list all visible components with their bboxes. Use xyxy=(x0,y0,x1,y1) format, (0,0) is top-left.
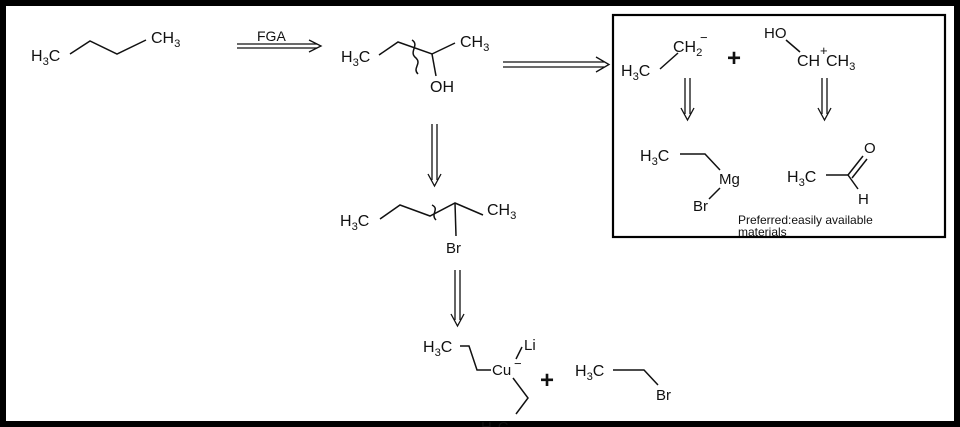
bromide-h3c: H3C xyxy=(340,213,369,233)
fga-label: FGA xyxy=(257,28,286,44)
ethylbromide-bond xyxy=(613,369,659,386)
aldehyde-o: O xyxy=(864,140,876,157)
ethylbromide-h3c: H3C xyxy=(575,363,604,383)
box-arrow-down-left xyxy=(680,78,695,122)
bromide-squiggle xyxy=(431,204,437,221)
cation-ch: CH xyxy=(797,53,820,70)
synthon-box xyxy=(611,13,947,239)
butane: H3C CH3 xyxy=(31,30,180,68)
fga-arrow: FGA xyxy=(237,28,323,53)
grignard-br: Br xyxy=(693,198,708,215)
anion-ch2: CH2 xyxy=(673,39,702,59)
bromide-br: Br xyxy=(446,240,461,257)
butanol: H3C CH3 OH xyxy=(341,34,489,96)
butane-ch3: CH3 xyxy=(151,30,180,50)
bromobutane: H3C CH3 Br xyxy=(340,202,516,257)
cuprate: H3C Cu − Li H3C + H3C Br xyxy=(423,337,671,427)
cuprate-h3c-bottom: H3C xyxy=(481,419,509,427)
retro-arrow-right xyxy=(503,56,611,73)
acetaldehyde: H3C O H xyxy=(787,140,876,208)
disconnection-squiggle xyxy=(411,39,419,75)
anion-charge: − xyxy=(700,30,708,45)
box-arrow-down-right xyxy=(817,78,832,122)
bromide-chain xyxy=(379,202,484,220)
aldehyde-h3c: H3C xyxy=(787,169,816,189)
retro-arrow-down-1 xyxy=(427,124,442,188)
ethyl-anion-synthon: H3C CH2 − xyxy=(621,30,708,83)
butanol-oh: OH xyxy=(430,79,454,96)
retro-arrow-down-2 xyxy=(450,270,465,328)
cuprate-plus: + xyxy=(540,367,554,394)
cation-ch3: CH3 xyxy=(826,53,855,73)
cuprate-li: Li xyxy=(524,337,536,354)
note-line-2: materials xyxy=(738,225,787,239)
note-line-1: Preferred:easily available xyxy=(738,213,873,227)
cuprate-cu-charge: − xyxy=(514,356,522,371)
cuprate-h3c-top: H3C xyxy=(423,339,452,359)
aldehyde-h: H xyxy=(858,191,869,208)
cuprate-ethyl-top xyxy=(460,345,491,371)
cuprate-cu: Cu xyxy=(492,362,511,379)
butanol-chain xyxy=(378,41,456,56)
cation-charge: + xyxy=(820,43,828,58)
grignard-h3c: H3C xyxy=(640,148,669,168)
butane-h3c: H3C xyxy=(31,48,60,68)
cuprate-ethyl-bottom xyxy=(512,377,529,415)
butane-chain xyxy=(69,39,147,55)
grignard-reagent: H3C Mg Br xyxy=(640,148,740,215)
grignard-mg: Mg xyxy=(719,171,740,188)
butanol-ch3: CH3 xyxy=(460,34,489,54)
synthon-plus: + xyxy=(727,45,741,72)
butanol-h3c: H3C xyxy=(341,49,370,69)
ethylbromide-br: Br xyxy=(656,387,671,404)
anion-h3c: H3C xyxy=(621,63,650,83)
bromide-ch3: CH3 xyxy=(487,202,516,222)
hydroxyethyl-cation-synthon: HO CH + CH3 xyxy=(764,25,855,73)
cation-ho: HO xyxy=(764,25,787,42)
